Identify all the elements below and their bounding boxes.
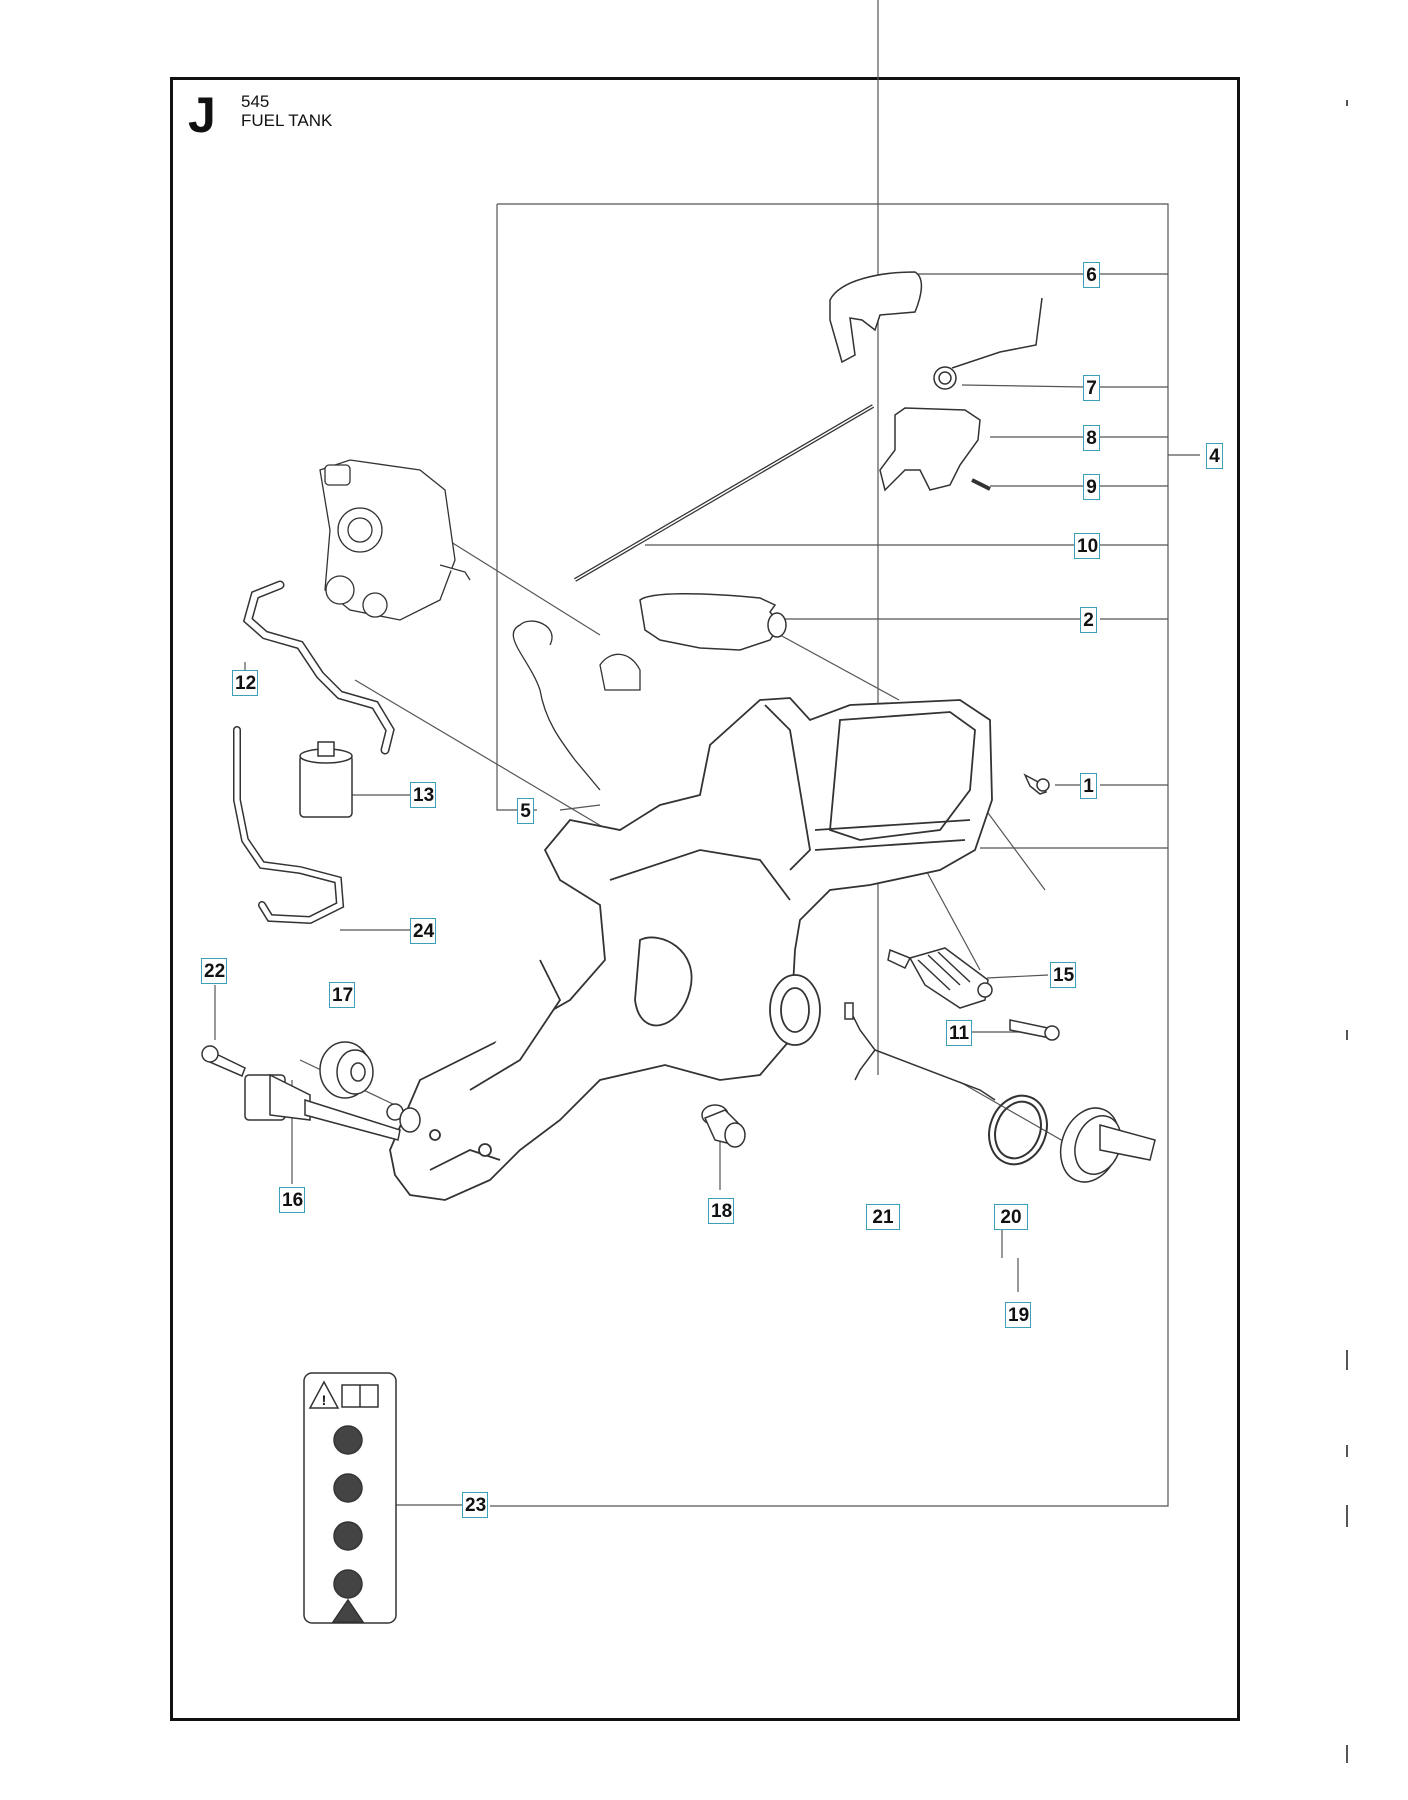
callout-15: 15 — [1050, 962, 1076, 988]
callout-22: 22 — [201, 958, 227, 984]
model-number: 545 — [241, 92, 270, 111]
edge-mark — [1346, 1445, 1348, 1457]
part-21-cap-strap — [844, 1002, 996, 1101]
fuel-cap — [1059, 1107, 1156, 1183]
part-15-worm-gear — [887, 947, 993, 1009]
callout-19: 19 — [1005, 1302, 1031, 1328]
callout-7: 7 — [1083, 375, 1100, 401]
edge-mark — [1346, 1350, 1348, 1370]
part-16-spring-assembly — [244, 1073, 421, 1141]
edge-mark — [1346, 1030, 1348, 1040]
bracket-4 — [490, 203, 1169, 1507]
callout-2: 2 — [1080, 607, 1097, 633]
callout-4: 4 — [1206, 443, 1223, 469]
callout-24: 24 — [410, 918, 436, 944]
callout-8: 8 — [1083, 425, 1100, 451]
carburetor-assembly — [319, 459, 471, 621]
part-17-rubber-bumper — [319, 1041, 374, 1099]
part-13-fuel-filter — [299, 741, 353, 818]
callout-16: 16 — [279, 1187, 305, 1213]
callout-23: 23 — [462, 1492, 488, 1518]
svg-text:!: ! — [322, 1392, 327, 1408]
callout-18: 18 — [708, 1198, 734, 1224]
bracket-5-vertical — [496, 204, 537, 811]
part-20-o-ring — [988, 1094, 1048, 1166]
part-2-throttle — [639, 593, 787, 651]
callout-17: 17 — [329, 982, 355, 1008]
callout-13: 13 — [410, 782, 436, 808]
diagram-title: FUEL TANK — [241, 111, 333, 130]
callout-11: 11 — [946, 1020, 972, 1046]
callout-9: 9 — [1083, 474, 1100, 500]
part-23-warning-decal: ! — [303, 1372, 397, 1624]
callout-1: 1 — [1080, 773, 1097, 799]
callout-6: 6 — [1083, 262, 1100, 288]
part-8-trigger — [879, 407, 981, 492]
edge-mark — [1346, 100, 1348, 106]
section-letter: J — [188, 87, 216, 143]
diagram-frame — [170, 77, 1240, 1721]
primer-bulb-hose — [512, 620, 641, 791]
callout-12: 12 — [232, 670, 258, 696]
part-22-screw — [201, 1045, 246, 1078]
part-7-spring — [933, 297, 1043, 390]
callout-10: 10 — [1074, 533, 1100, 559]
part-6-handle-guard — [829, 271, 923, 364]
part-18-plug — [701, 1104, 746, 1148]
part-1-screw — [1023, 773, 1050, 795]
fuel-tank-body — [389, 697, 993, 1201]
callout-21: 21 — [866, 1204, 900, 1230]
edge-mark — [1346, 1505, 1348, 1527]
part-10-rod — [573, 404, 875, 582]
edge-mark — [1346, 1745, 1348, 1763]
callout-5: 5 — [517, 798, 534, 824]
callout-20: 20 — [994, 1204, 1028, 1230]
part-9-pin — [971, 478, 991, 491]
part-11-screw — [1009, 1019, 1060, 1041]
